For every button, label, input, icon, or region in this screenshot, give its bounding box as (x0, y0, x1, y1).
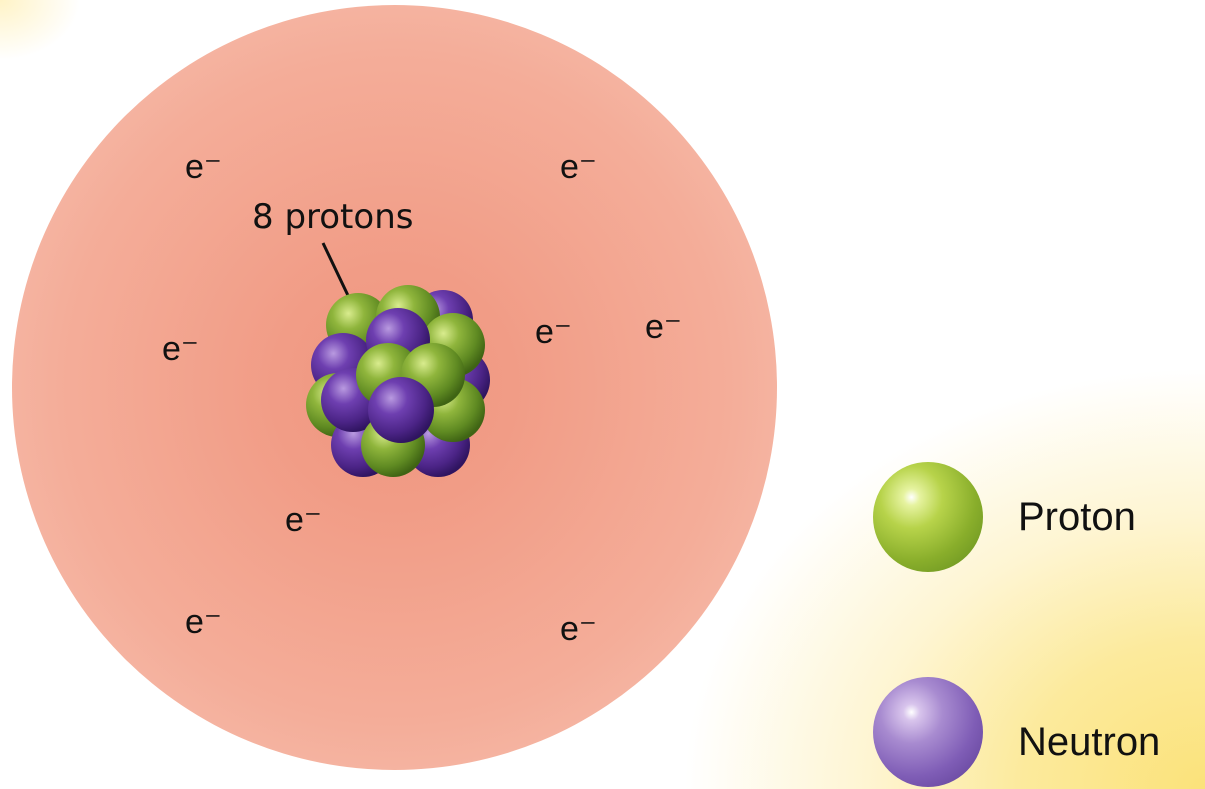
neutron-legend-label: Neutron (1018, 720, 1161, 764)
electron-label: e⁻ (162, 330, 199, 368)
nucleus (306, 285, 490, 477)
proton-legend-swatch (873, 462, 983, 572)
neutron-sphere (368, 377, 434, 443)
electron-label: e⁻ (185, 603, 222, 641)
protons-callout-label: 8 protons (252, 197, 414, 237)
electron-label: e⁻ (185, 148, 222, 186)
neutron-legend-swatch (873, 677, 983, 787)
electron-label: e⁻ (560, 610, 597, 648)
electron-label: e⁻ (535, 313, 572, 351)
electron-label: e⁻ (560, 148, 597, 186)
proton-legend-label: Proton (1018, 495, 1136, 539)
electron-label: e⁻ (645, 308, 682, 346)
electron-label: e⁻ (285, 501, 322, 539)
